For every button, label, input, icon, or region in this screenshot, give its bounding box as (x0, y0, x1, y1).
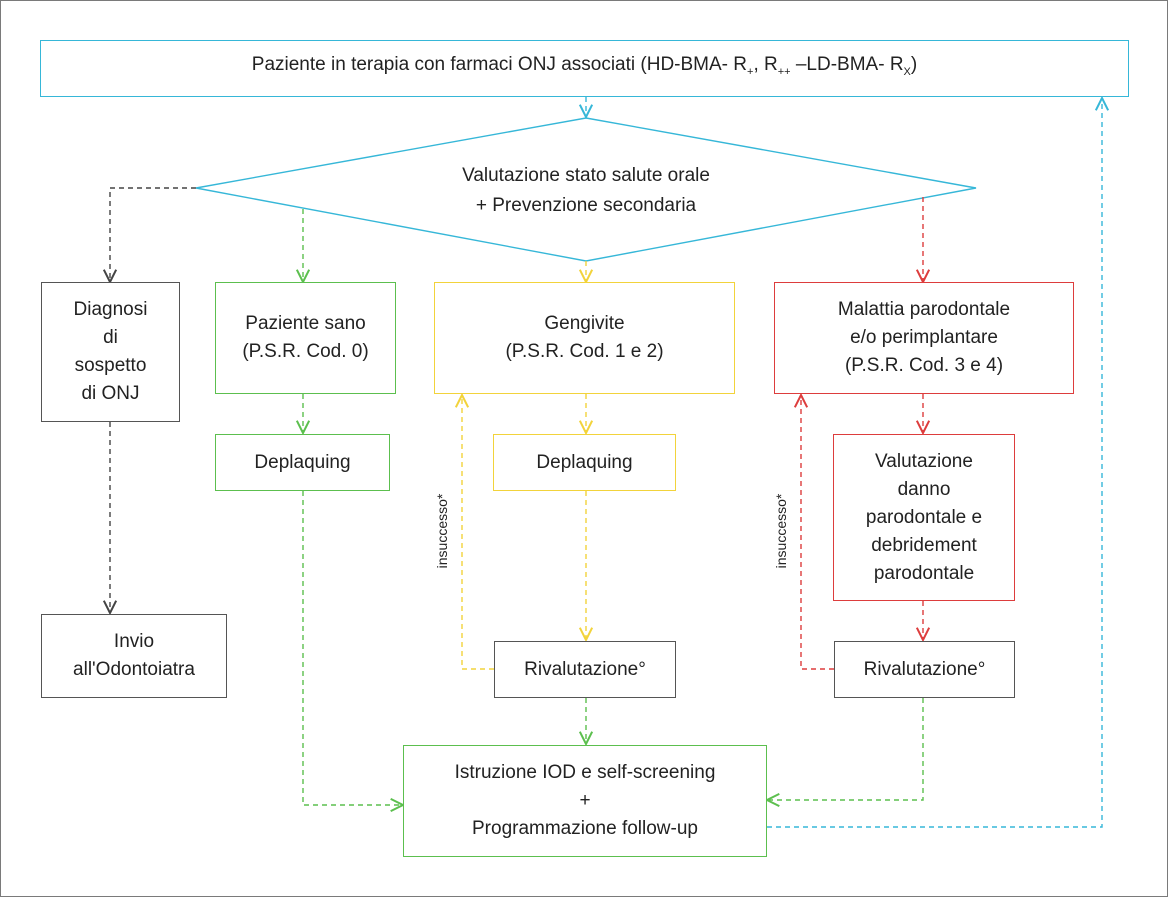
header-close: ) (910, 54, 918, 76)
header-sub-3: X (903, 65, 911, 78)
header-sub-2: ++ (777, 65, 791, 78)
valutazione-danno-box: Valutazione danno parodontale e debridem… (833, 434, 1015, 601)
arrow-istruzione-to-header (767, 98, 1102, 828)
invio-box: Invio all'Odontoiatra (41, 614, 227, 698)
malattia-box: Malattia parodontale e/o perimplantare (… (774, 282, 1074, 394)
deplaquing-yellow-label: Deplaquing (536, 451, 633, 473)
decision-line-2: + Prevenzione secondaria (475, 195, 697, 216)
diagnosi-line-3: sospetto (74, 355, 147, 376)
decision-line-1: Valutazione stato salute orale (462, 165, 710, 186)
valutazione-line-4: debridement (871, 534, 977, 556)
valutazione-line-2: danno (897, 478, 951, 500)
diagnosi-line-4: di ONJ (81, 383, 140, 404)
rivalutazione-red-label: Rivalutazione° (863, 658, 986, 680)
rivalutazione-yellow-box: Rivalutazione° (494, 641, 676, 698)
gengivite-line-2: (P.S.R. Cod. 1 e 2) (505, 341, 664, 362)
gengivite-line-1: Gengivite (544, 313, 625, 334)
arrow-deplaquing-to-istruzione (302, 491, 403, 805)
deplaquing-green-box: Deplaquing (215, 434, 390, 491)
invio-line-1: Invio (113, 631, 155, 652)
header-text-main: Paziente in terapia con farmaci ONJ asso… (251, 54, 747, 76)
valutazione-line-3: parodontale e (865, 506, 983, 528)
paziente-sano-line-1: Paziente sano (245, 313, 366, 334)
diagnosi-line-2: di (103, 327, 118, 348)
deplaquing-green-label: Deplaquing (254, 451, 351, 473)
istruzione-box: Istruzione IOD e self-screening + Progra… (403, 745, 767, 857)
deplaquing-yellow-box: Deplaquing (493, 434, 676, 491)
header-mid: –LD-BMA- R (790, 54, 904, 76)
valutazione-line-5: parodontale (873, 562, 975, 584)
header-sep-1: , R (753, 54, 778, 76)
diagnosi-line-1: Diagnosi (73, 299, 148, 320)
diagnosi-box: Diagnosi di sospetto di ONJ (41, 282, 180, 422)
paziente-sano-box: Paziente sano (P.S.R. Cod. 0) (215, 282, 396, 394)
decision-text: Valutazione stato salute orale + Prevenz… (381, 161, 791, 221)
insuccesso-red-label: insuccesso* (773, 493, 789, 569)
arrow-rivalutazione-loop-red (801, 395, 834, 670)
header-sub-1: + (747, 65, 754, 78)
gengivite-box: Gengivite (P.S.R. Cod. 1 e 2) (434, 282, 735, 394)
istruzione-line-2: + (579, 790, 591, 811)
header-text: Paziente in terapia con farmaci ONJ asso… (252, 51, 917, 86)
arrow-decision-to-diagnosi (110, 187, 196, 282)
insuccesso-yellow-label: insuccesso* (434, 493, 450, 569)
malattia-line-1: Malattia parodontale (837, 299, 1011, 320)
valutazione-line-1: Valutazione (875, 450, 973, 472)
rivalutazione-red-box: Rivalutazione° (834, 641, 1015, 698)
arrow-rivalutazione-loop-yellow (462, 395, 494, 670)
arrow-rivalutazione-red-to-istruzione (767, 698, 924, 800)
header-box: Paziente in terapia con farmaci ONJ asso… (40, 40, 1129, 97)
malattia-line-2: e/o perimplantare (850, 327, 998, 348)
istruzione-line-3: Programmazione follow-up (472, 818, 698, 839)
istruzione-line-1: Istruzione IOD e self-screening (454, 762, 716, 783)
rivalutazione-yellow-label: Rivalutazione° (524, 658, 646, 680)
paziente-sano-line-2: (P.S.R. Cod. 0) (242, 341, 369, 362)
malattia-line-3: (P.S.R. Cod. 3 e 4) (844, 355, 1004, 376)
invio-line-2: all'Odontoiatra (73, 659, 195, 680)
